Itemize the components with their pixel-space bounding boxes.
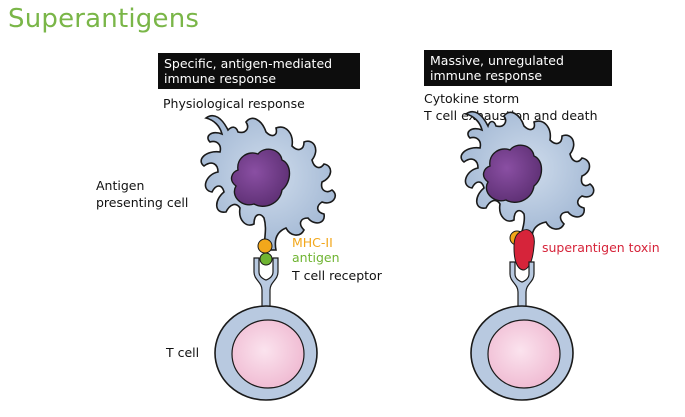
tcell-label: T cell <box>166 345 200 360</box>
page-title: Superantigens <box>8 4 200 34</box>
right-banner: Massive, unregulated immune response <box>424 50 612 86</box>
right-banner-line1: Massive, unregulated <box>430 53 564 68</box>
right-banner-line2: immune response <box>430 68 543 83</box>
left-banner-line2: immune response <box>164 71 277 86</box>
apc-label-line2: presenting cell <box>96 195 189 210</box>
left-banner-line1: Specific, antigen-mediated <box>164 56 333 71</box>
right-apc-nucleus <box>482 144 543 204</box>
toxin-label: superantigen toxin <box>542 240 660 255</box>
left-apc-nucleus <box>230 148 291 208</box>
left-banner: Specific, antigen-mediated immune respon… <box>158 53 360 89</box>
left-antigen-molecule <box>259 252 273 266</box>
superantigen-toxin <box>513 229 535 271</box>
left-mhc-molecule <box>257 238 273 254</box>
left-subtitle: Physiological response <box>163 96 305 111</box>
left-t-cell <box>214 305 318 401</box>
right-t-cell <box>470 305 574 401</box>
tcr-label: T cell receptor <box>292 268 382 283</box>
mhc-label: MHC-II <box>292 235 333 250</box>
apc-label-line1: Antigen <box>96 178 145 193</box>
left-tcr <box>253 257 279 319</box>
right-subtitle-line1: Cytokine storm <box>424 91 520 106</box>
right-tcr <box>509 261 535 319</box>
antigen-label: antigen <box>292 250 340 265</box>
